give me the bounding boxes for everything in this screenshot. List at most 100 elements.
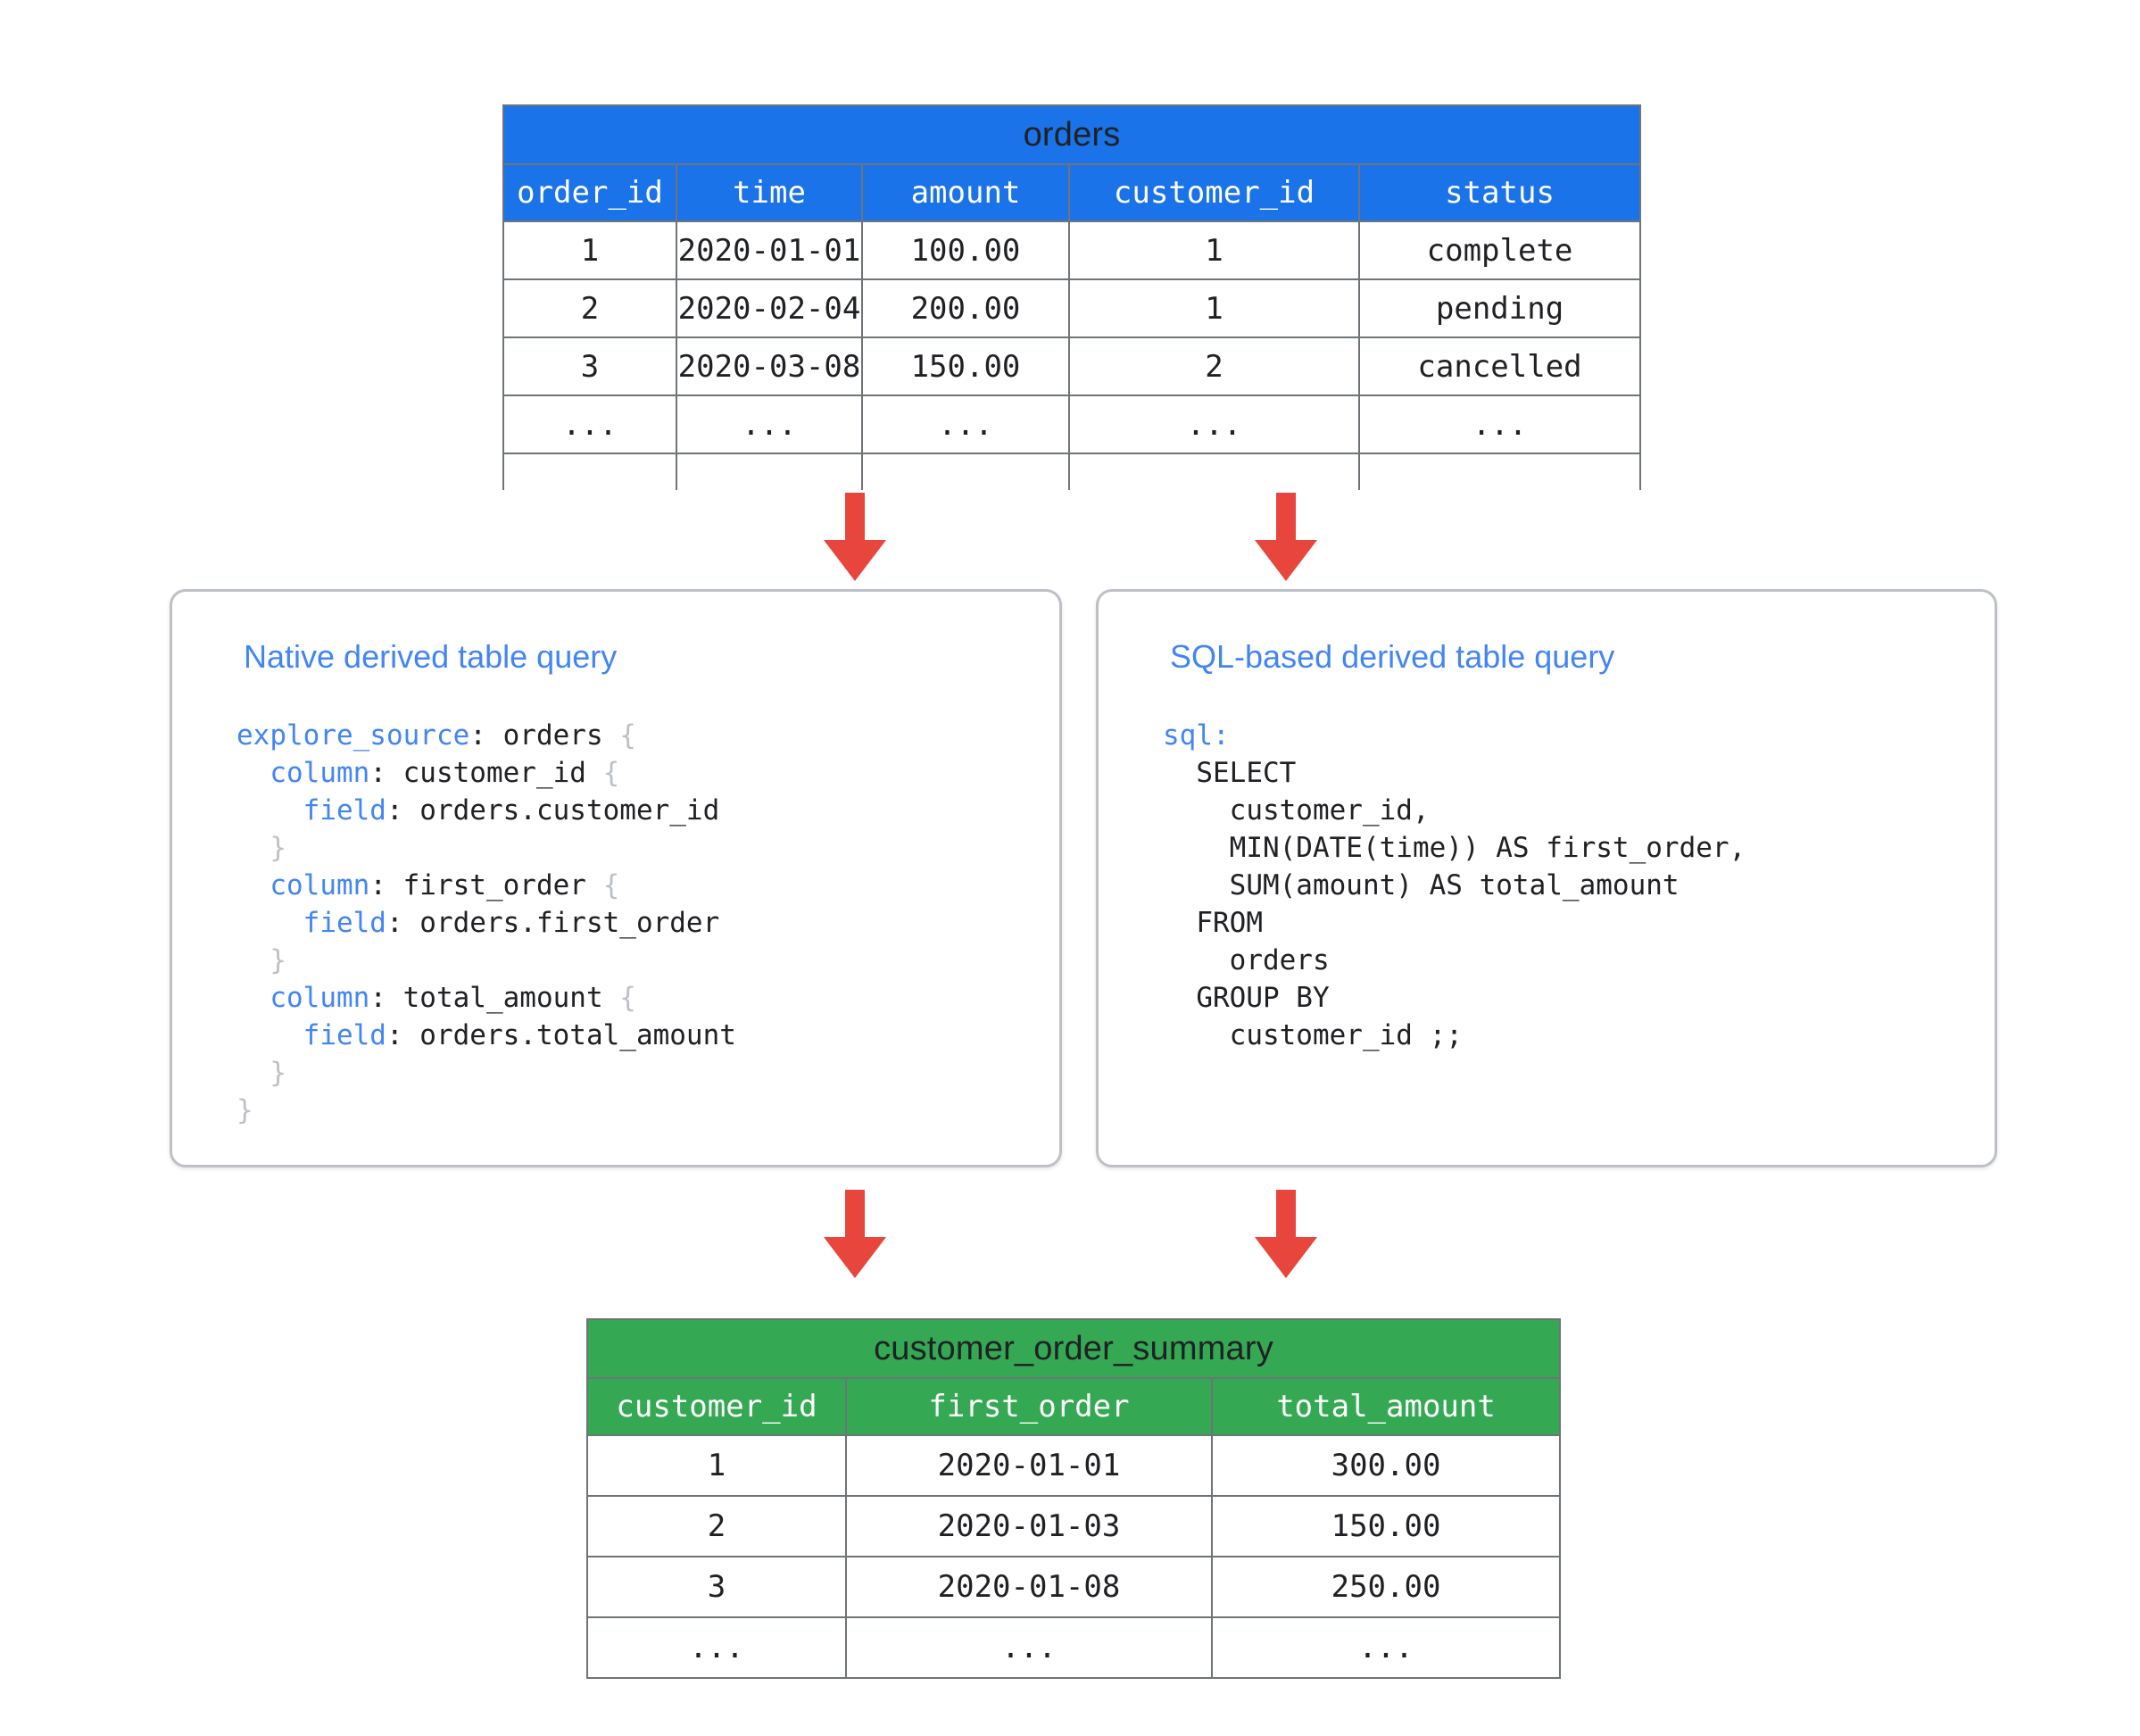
code-token: : customer_id	[369, 757, 603, 789]
cell: ...	[845, 1616, 1213, 1679]
code-token: }	[270, 832, 286, 864]
native-card-code: explore_source: orders { column : custome…	[236, 717, 736, 1129]
orders-table-title-row: orders	[502, 104, 1642, 165]
summary-table-title: customer_order_summary	[585, 1318, 1562, 1379]
arrow-head	[824, 540, 886, 581]
cell: 150.00	[861, 336, 1070, 396]
arrow-down-icon-sql-to-summary	[1255, 1190, 1317, 1278]
summary-table-header-row: customer_id first_order total_amount	[586, 1377, 1562, 1436]
column-header-order-id: order_id	[502, 163, 677, 222]
table-row: 2 2020-01-03 150.00	[586, 1495, 1562, 1557]
table-row: 1 2020-01-01 300.00	[586, 1434, 1562, 1497]
arrow-head	[1255, 1237, 1317, 1278]
code-token: column	[270, 982, 370, 1014]
code-token	[236, 982, 270, 1014]
code-token	[236, 907, 303, 939]
cell: 2	[1068, 336, 1360, 396]
arrow-shaft	[1276, 493, 1296, 544]
cell: 2020-01-01	[845, 1434, 1213, 1497]
arrow-head	[824, 1237, 886, 1278]
code-token: field	[303, 794, 386, 826]
cell: ...	[1357, 395, 1642, 454]
arrow-down-icon-native-to-summary	[824, 1190, 886, 1278]
cell: cancelled	[1357, 336, 1642, 396]
cell: 300.00	[1210, 1434, 1562, 1497]
code-token: customer_id,	[1163, 794, 1430, 826]
table-row-truncated	[502, 453, 1642, 490]
table-row: 2 2020-02-04 200.00 1 pending	[502, 278, 1642, 338]
table-row: 3 2020-01-08 250.00	[586, 1556, 1562, 1618]
cell: 3	[502, 336, 677, 396]
cell: ...	[1210, 1616, 1562, 1679]
cell: 2020-03-08	[676, 336, 863, 396]
code-token: SUM(amount) AS total_amount	[1163, 869, 1680, 901]
cell: 100.00	[861, 220, 1070, 280]
code-token: column	[270, 869, 370, 901]
column-header-time: time	[676, 163, 863, 222]
code-token: : orders	[469, 719, 620, 752]
code-token: }	[236, 1094, 253, 1126]
cell: 200.00	[861, 278, 1070, 338]
code-token	[236, 832, 270, 864]
cell: 250.00	[1210, 1556, 1562, 1618]
table-row: 3 2020-03-08 150.00 2 cancelled	[502, 336, 1642, 396]
code-token: MIN(DATE(time)) AS first_order,	[1163, 832, 1746, 864]
cell	[676, 453, 863, 490]
code-token: orders	[1163, 944, 1330, 976]
native-derived-table-card: Native derived table query explore_sourc…	[170, 589, 1062, 1167]
summary-table-title-row: customer_order_summary	[585, 1318, 1562, 1379]
code-token: : total_amount	[369, 982, 620, 1014]
code-token: : orders.total_amount	[386, 1019, 736, 1051]
arrow-down-icon-orders-to-native	[824, 493, 886, 581]
native-card-title: Native derived table query	[244, 638, 618, 675]
code-token: sql:	[1163, 719, 1230, 752]
cell: 2	[502, 278, 677, 338]
code-token: GROUP BY	[1163, 982, 1330, 1014]
code-token	[236, 757, 270, 789]
arrow-head	[1255, 540, 1317, 581]
column-header-amount: amount	[861, 163, 1070, 222]
code-token: {	[602, 869, 620, 901]
cell	[1357, 453, 1642, 490]
code-token: {	[619, 719, 636, 752]
sql-card-title: SQL-based derived table query	[1170, 638, 1615, 675]
arrow-down-icon-orders-to-sql	[1255, 493, 1317, 581]
column-header-status: status	[1357, 163, 1642, 222]
cell: 2020-01-01	[676, 220, 863, 280]
code-token: explore_source	[236, 719, 470, 752]
column-header-customer-id: customer_id	[586, 1377, 847, 1436]
cell: 2020-01-08	[845, 1556, 1213, 1618]
cell: pending	[1357, 278, 1642, 338]
column-header-total-amount: total_amount	[1210, 1377, 1562, 1436]
code-token: }	[270, 1057, 286, 1089]
code-token: {	[619, 982, 636, 1014]
code-token: customer_id ;;	[1163, 1019, 1463, 1051]
cell: 1	[1068, 278, 1360, 338]
code-token	[236, 944, 270, 976]
cell: ...	[861, 395, 1070, 454]
cell	[502, 453, 677, 490]
code-token: {	[602, 757, 620, 789]
orders-table-title: orders	[502, 104, 1642, 165]
code-token: }	[270, 944, 286, 976]
cell: 3	[586, 1556, 847, 1618]
cell: 150.00	[1210, 1495, 1562, 1557]
column-header-first-order: first_order	[845, 1377, 1213, 1436]
table-row-ellipsis: ... ... ...	[586, 1616, 1562, 1679]
sql-card-code: sql: SELECT customer_id, MIN(DATE(time))…	[1163, 717, 1746, 1054]
cell: 1	[1068, 220, 1360, 280]
code-token	[236, 869, 270, 901]
code-token: SELECT	[1163, 757, 1297, 789]
cell: 1	[586, 1434, 847, 1497]
code-token: field	[303, 1019, 386, 1051]
cell: 1	[502, 220, 677, 280]
table-row: 1 2020-01-01 100.00 1 complete	[502, 220, 1642, 280]
cell: 2020-02-04	[676, 278, 863, 338]
table-row-ellipsis: ... ... ... ... ...	[502, 395, 1642, 454]
cell: 2	[586, 1495, 847, 1557]
column-header-customer-id: customer_id	[1068, 163, 1360, 222]
arrow-shaft	[1276, 1190, 1296, 1242]
cell: ...	[586, 1616, 847, 1679]
code-token: : orders.first_order	[386, 907, 720, 939]
code-token	[236, 1057, 270, 1089]
